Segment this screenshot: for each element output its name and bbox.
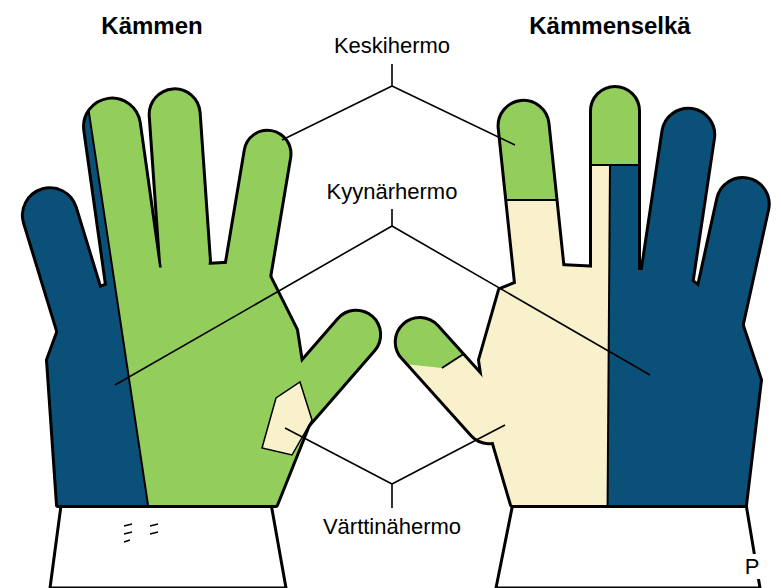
credit-text: P — [743, 554, 762, 579]
median-region — [385, 295, 482, 368]
palm-regions — [0, 0, 390, 588]
view-heading: Kämmenselkä — [527, 12, 692, 40]
leader-line — [282, 64, 515, 145]
dorsum-regions — [385, 0, 781, 588]
region-border — [607, 165, 610, 588]
view-heading: Kämmen — [99, 12, 204, 40]
leader-line — [285, 425, 505, 508]
region-border — [580, 164, 645, 166]
region-border — [470, 199, 570, 201]
leader-line — [115, 209, 650, 385]
nerve-label: Värttinähermo — [321, 514, 463, 539]
ulnar-region — [0, 0, 148, 588]
median-region — [0, 0, 390, 588]
nerve-label: Keskihermo — [332, 33, 452, 58]
radial-region — [390, 0, 781, 588]
region-border — [442, 342, 482, 368]
radial-region — [262, 382, 312, 455]
region-border — [72, 0, 148, 505]
nerve-label: Kyynärhermo — [325, 179, 460, 204]
leader-lines — [115, 64, 650, 508]
